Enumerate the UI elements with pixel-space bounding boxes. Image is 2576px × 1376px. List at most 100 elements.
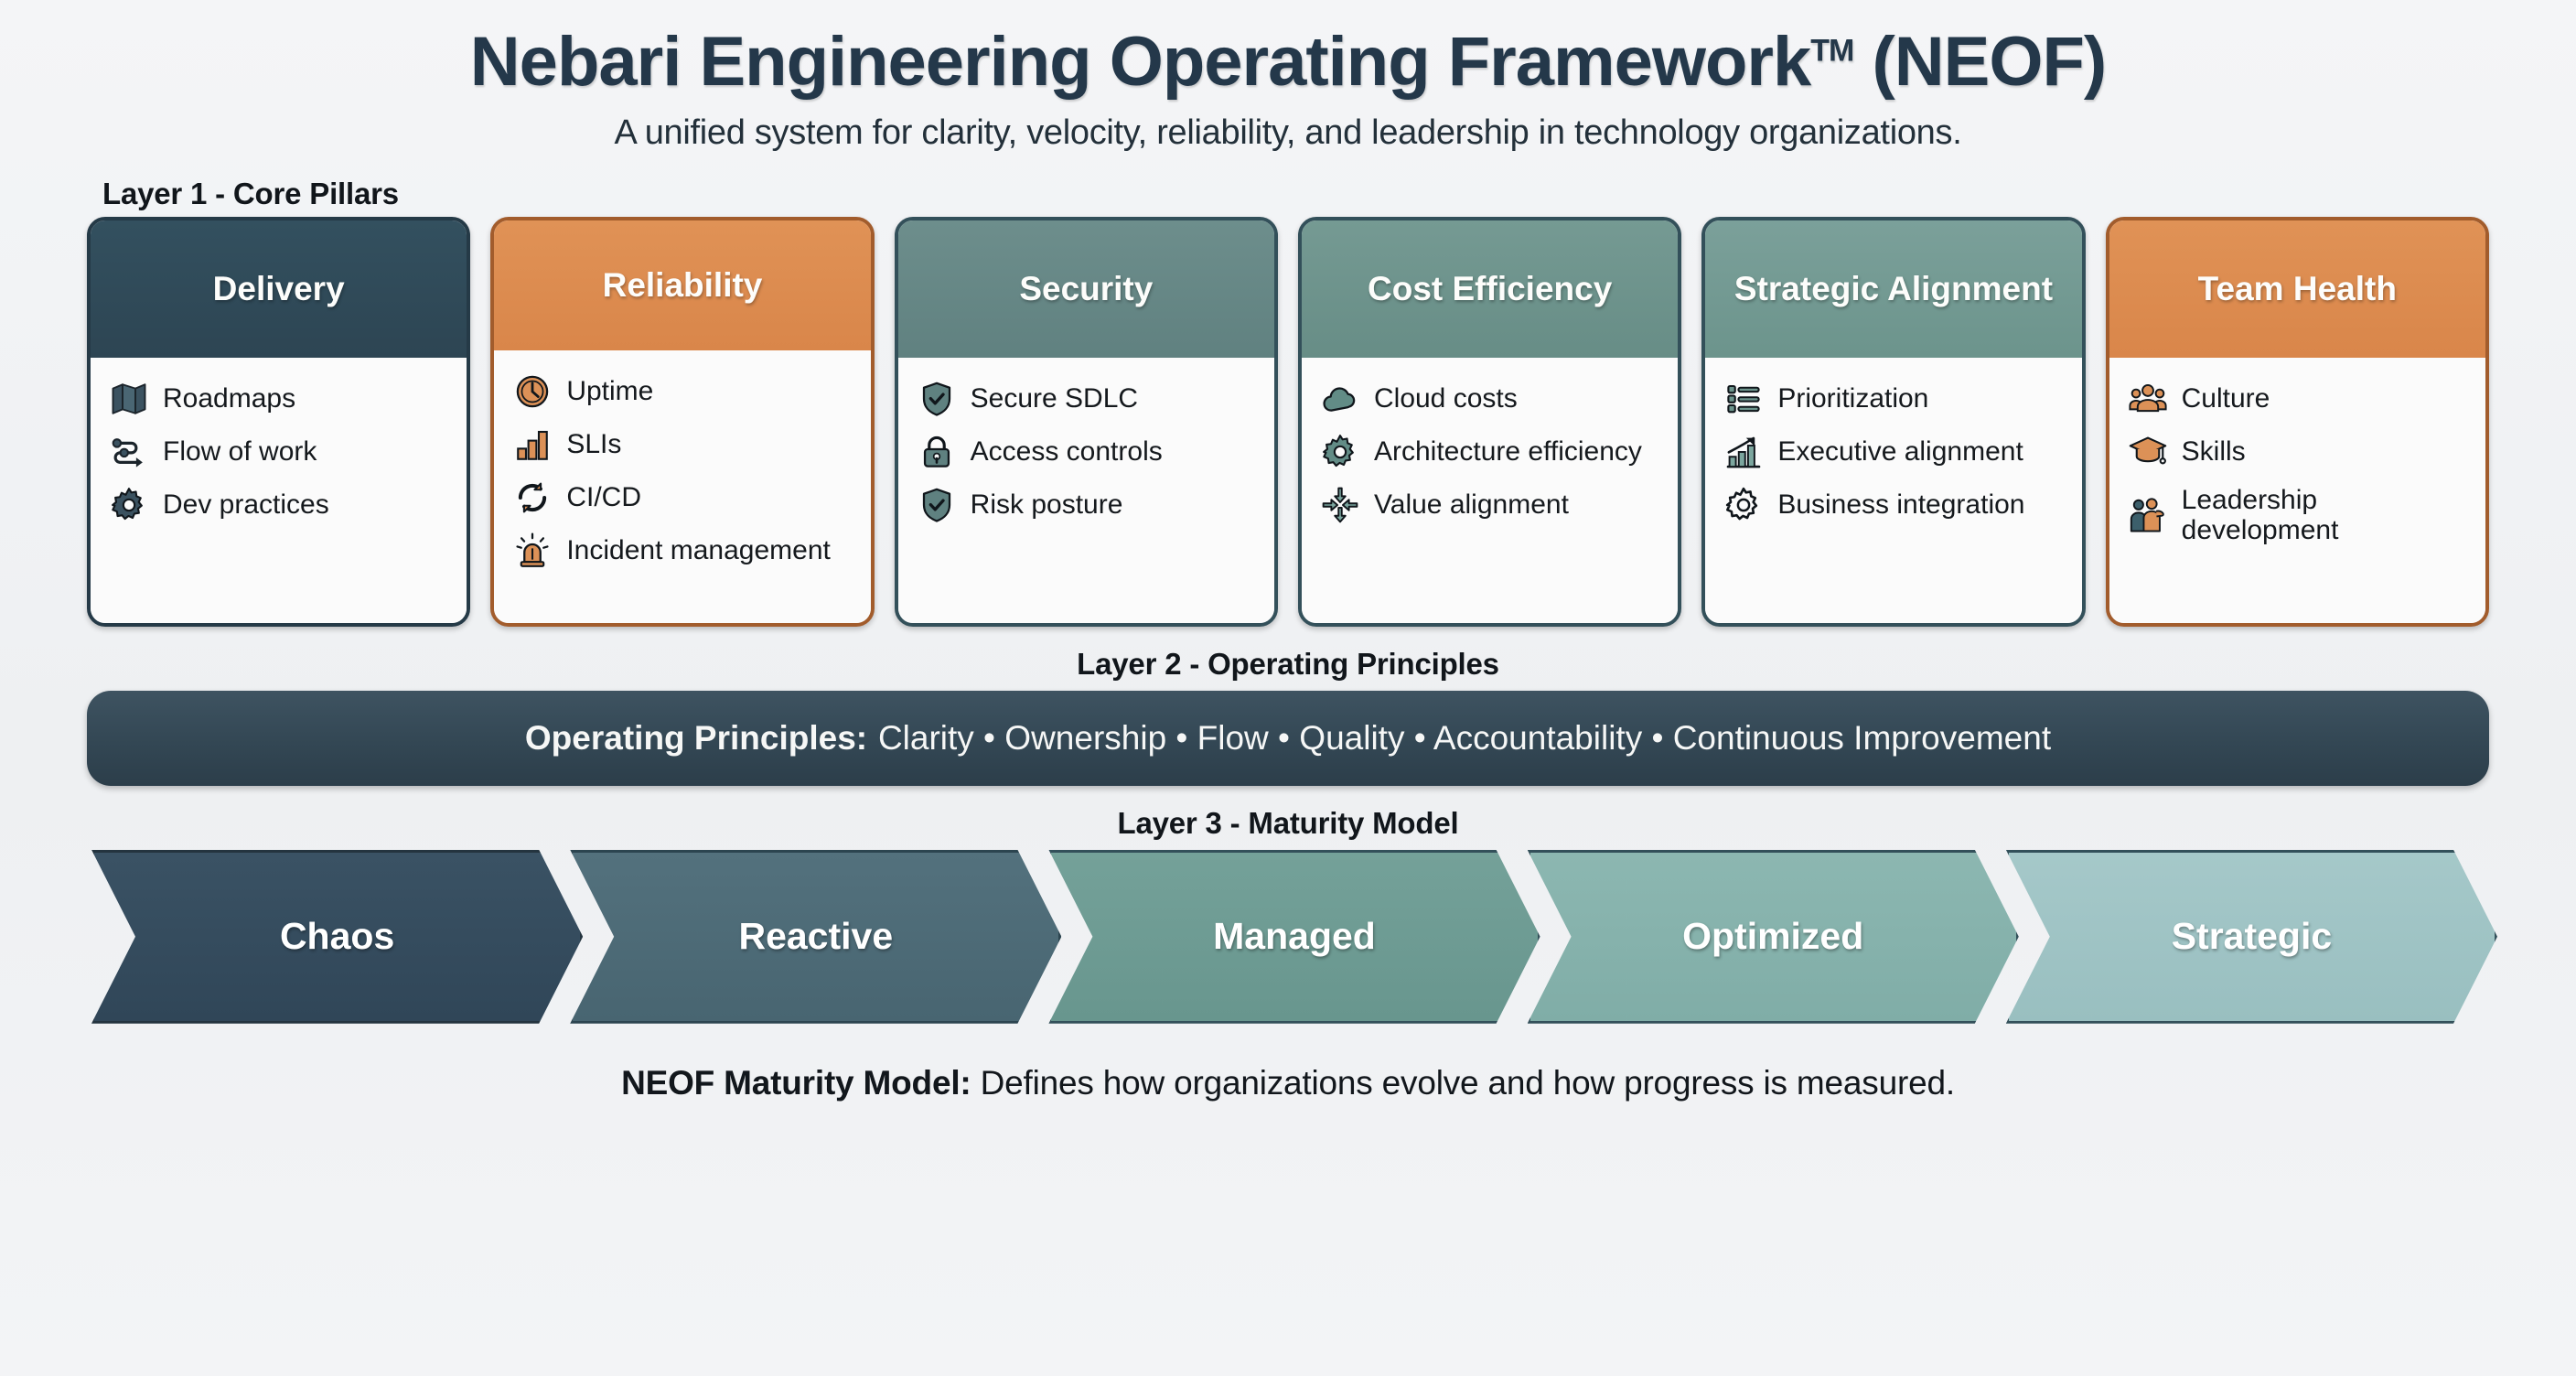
pillar-item: Uptime [512,367,852,416]
maturity-stage-strategic[interactable]: Strategic [2006,850,2497,1024]
pillar-body-team-health: Culture Skills Leadership development [2109,357,2485,623]
maturity-stage-label: Strategic [2171,915,2333,958]
maturity-stage-chaos[interactable]: Chaos [91,850,583,1024]
pillar-item-label: Risk posture [970,489,1123,521]
pillar-item: Business integration [1723,480,2063,530]
maturity-stage-label: Chaos [279,915,395,958]
people-group-icon [2128,379,2168,419]
pillar-item: SLIs [512,420,852,469]
pillar-item-label: Secure SDLC [970,383,1139,414]
siren-icon [512,531,553,571]
pillar-card-security[interactable]: Security Secure SDLC Access controls [894,216,1278,627]
pillar-header-strategic-alignment: Strategic Alignment [1705,220,2082,358]
maturity-model-chevrons: Chaos Reactive Managed Optimized Strateg… [0,850,2576,1024]
pillar-item-label: Leadership development [2181,484,2339,545]
maturity-stage-reactive[interactable]: Reactive [570,850,1061,1024]
pillar-item-label: Culture [2181,383,2270,414]
pillar-item: Flow of work [109,427,448,477]
pillar-item-label: Cloud costs [1373,383,1518,414]
maturity-stage-label: Managed [1213,915,1376,958]
pillar-item-label: Flow of work [163,436,317,468]
pillar-item-label: Uptime [566,376,654,407]
pillar-item: Leadership development [2128,480,2467,550]
pillar-body-cost-efficiency: Cloud costs Architecture efficiency Valu… [1301,357,1679,623]
pillar-item: CI/CD [512,473,852,522]
pillar-item-label: Roadmaps [163,383,296,414]
page-subtitle: A unified system for clarity, velocity, … [614,113,1962,152]
pillar-header-reliability: Reliability [494,220,871,350]
page-title-main: Nebari Engineering Operating Framework [469,23,1811,101]
pillar-header-cost-efficiency: Cost Efficiency [1301,220,1679,358]
shield-check-icon [917,485,957,525]
footer-caption-prefix: NEOF Maturity Model: [621,1063,981,1102]
pillar-card-strategic-alignment[interactable]: Strategic Alignment Prioritization Execu… [1701,216,2086,627]
pillar-item-label: Architecture efficiency [1373,436,1642,468]
footer-caption-text: Defines how organizations evolve and how… [980,1063,1956,1102]
gear-icon [1723,485,1764,525]
graduation-cap-icon [2128,432,2168,472]
pillar-header-delivery: Delivery [91,220,467,358]
layer2-label: Layer 2 - Operating Principles [1077,646,1499,681]
pillar-item-label: Access controls [970,436,1163,468]
pillar-item-label: Dev practices [163,489,329,521]
layer1-label: Layer 1 - Core Pillars [102,176,399,210]
pillar-item: Secure SDLC [917,374,1256,424]
gear-icon [1320,432,1360,472]
maturity-stage-label: Optimized [1682,915,1864,958]
refresh-cycle-icon [512,478,553,518]
pillar-item: Incident management [512,526,852,575]
layer3-label: Layer 3 - Maturity Model [1117,805,1459,840]
pillar-item-label: Prioritization [1777,383,1929,414]
flow-of-work-icon [109,432,149,472]
lock-icon [917,432,957,472]
pillar-item: Cloud costs [1320,374,1659,424]
pillar-header-team-health: Team Health [2109,220,2485,358]
pillar-item: Access controls [917,427,1256,477]
pillar-body-reliability: Uptime SLIs CI/CD [494,349,871,623]
pillar-item: Executive alignment [1723,427,2063,477]
pillar-item-label: Business integration [1777,489,2025,521]
mentoring-icon [2128,495,2168,535]
clock-icon [512,371,553,412]
pillar-item: Skills [2128,427,2467,477]
footer-caption: NEOF Maturity Model: Defines how organiz… [0,1064,2576,1102]
cloud-icon [1320,379,1360,419]
trademark-symbol: TM [1810,33,1854,69]
pillar-item-label: Incident management [566,535,831,566]
bar-chart-icon [512,425,553,465]
pillar-item: Prioritization [1723,374,2063,424]
gear-icon [109,485,149,525]
pillar-item-label: CI/CD [566,482,641,513]
pillar-item-label: Value alignment [1373,489,1569,521]
converging-arrows-icon [1320,485,1360,525]
page-title: Nebari Engineering Operating FrameworkTM… [0,0,2576,99]
operating-principles-prefix: Operating Principles: [524,718,868,757]
maturity-stage-optimized[interactable]: Optimized [1528,850,2019,1024]
pillar-card-team-health[interactable]: Team Health Culture Skills [2105,216,2489,627]
core-pillars-row: Delivery Roadmaps Flow of work [0,216,2576,627]
pillar-body-strategic-alignment: Prioritization Executive alignment Busin… [1705,357,2082,623]
pillar-item: Value alignment [1320,480,1659,530]
operating-principles-values: Clarity • Ownership • Flow • Quality • A… [877,718,2052,757]
pillar-item: Roadmaps [109,374,448,424]
map-icon [109,379,149,419]
pillar-body-delivery: Roadmaps Flow of work Dev practices [91,357,467,623]
pillar-header-security: Security [897,220,1274,358]
pillar-item-label: Executive alignment [1777,436,2023,468]
pillar-item-label: SLIs [566,429,622,460]
shield-check-icon [917,379,957,419]
pillar-item: Risk posture [917,480,1256,530]
pillar-card-reliability[interactable]: Reliability Uptime SLIs [490,216,875,627]
growth-chart-icon [1723,432,1764,472]
pillar-item: Culture [2128,374,2467,424]
pillar-card-cost-efficiency[interactable]: Cost Efficiency Cloud costs Architecture… [1297,216,1682,627]
pillar-item: Dev practices [109,480,448,530]
page-title-abbrev: (NEOF) [1853,23,2107,101]
pillar-body-security: Secure SDLC Access controls Risk posture [897,357,1274,623]
maturity-stage-label: Reactive [738,915,894,958]
maturity-stage-managed[interactable]: Managed [1048,850,1540,1024]
operating-principles-banner: Operating Principles: Clarity • Ownershi… [87,690,2489,786]
pillar-item: Architecture efficiency [1320,427,1659,477]
pillar-card-delivery[interactable]: Delivery Roadmaps Flow of work [87,216,471,627]
